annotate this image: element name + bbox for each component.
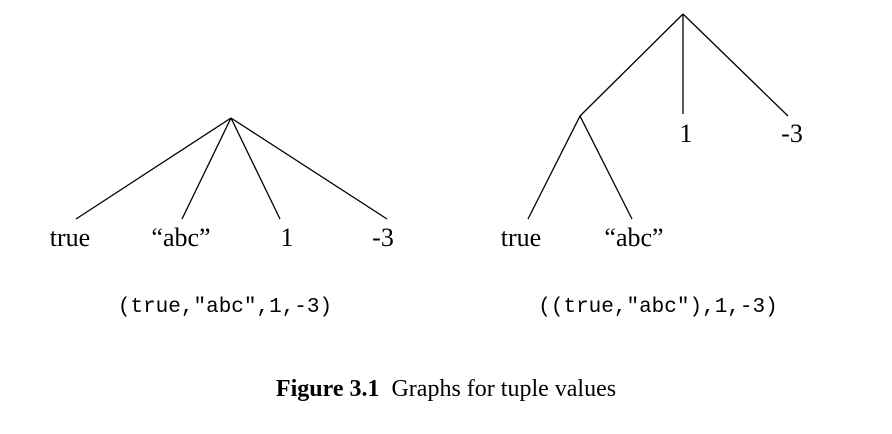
tree2-inner-edge-abc bbox=[579, 115, 633, 220]
tree1-expression: (true,"abc",1,-3) bbox=[118, 296, 332, 319]
tree2-leaf-neg3: -3 bbox=[781, 119, 803, 148]
tree2-leaf-true: true bbox=[501, 223, 541, 252]
tree1-leaf-true: true bbox=[50, 223, 90, 252]
tree1-edge-1 bbox=[230, 117, 281, 220]
tree-nested-tuple: 1 -3 true “abc” ((true,"abc"),1,-3) bbox=[501, 13, 803, 319]
figure-caption: Figure 3.1 Graphs for tuple values bbox=[276, 376, 616, 402]
tree1-edge-true bbox=[75, 117, 232, 220]
tree2-edge-inner bbox=[579, 13, 684, 117]
tree2-edge-neg3 bbox=[682, 13, 789, 117]
figure-caption-label: Figure 3.1 bbox=[276, 376, 380, 402]
tree-flat-tuple: true “abc” 1 -3 (true,"abc",1,-3) bbox=[50, 117, 394, 319]
tree2-inner-edge-true bbox=[527, 115, 581, 220]
tree1-leaf-1: 1 bbox=[281, 223, 294, 252]
tree2-expression: ((true,"abc"),1,-3) bbox=[538, 296, 777, 319]
tree1-leaf-abc: “abc” bbox=[151, 223, 210, 252]
tree1-edge-neg3 bbox=[230, 117, 388, 220]
tree1-edge-abc bbox=[181, 117, 232, 220]
tree2-leaf-abc: “abc” bbox=[604, 223, 663, 252]
figure-caption-text: Graphs for tuple values bbox=[391, 376, 616, 402]
tree1-leaf-neg3: -3 bbox=[372, 223, 394, 252]
tree2-leaf-1: 1 bbox=[680, 119, 693, 148]
